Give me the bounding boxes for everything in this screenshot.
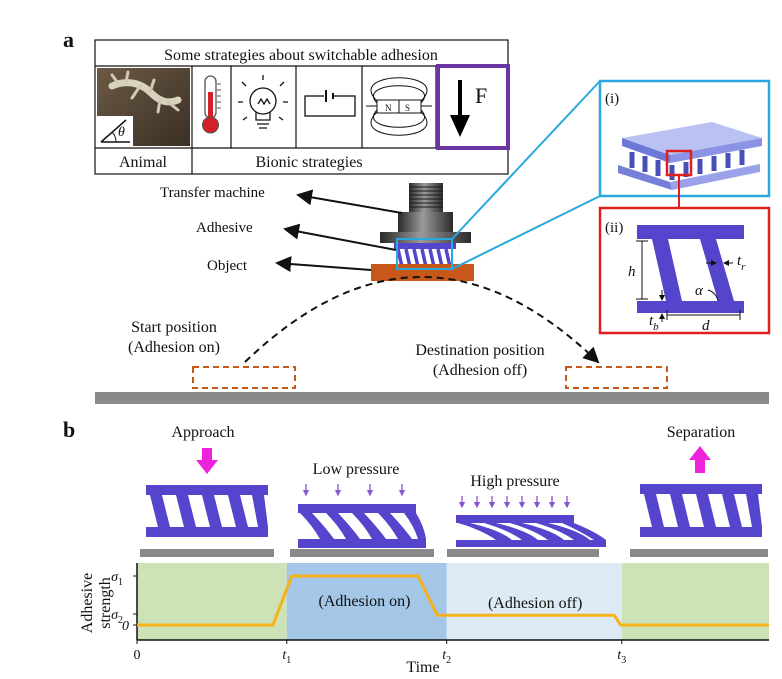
table-title: Some strategies about switchable adhesio…: [164, 47, 438, 64]
inset-i-label: (i): [605, 91, 619, 107]
strategy-table: Some strategies about switchable adhesio…: [94, 39, 510, 175]
force-arrow-icon: F: [436, 64, 510, 150]
chart-region-1: [137, 563, 287, 640]
svg-text:S: S: [405, 103, 410, 113]
inset-i-connector-top: [451, 80, 601, 240]
x-tick-label: t3: [617, 648, 626, 666]
adhesion-off-label: (Adhesion off): [488, 595, 582, 612]
chart-region-3: [446, 563, 622, 640]
animal-label: Animal: [119, 154, 168, 171]
separation-arrow-icon: [689, 446, 711, 460]
bionic-label: Bionic strategies: [255, 154, 362, 171]
panel-b-label: b: [63, 417, 75, 442]
gecko-photo: θ: [97, 68, 190, 146]
stage-high-pressure: High pressure: [447, 473, 606, 557]
chart-region-4: [621, 563, 769, 640]
x-tick-label: 0: [134, 648, 141, 663]
dim-t-b: tb: [649, 313, 659, 333]
start-position-label: Start position: [131, 319, 217, 336]
svg-text:N: N: [385, 103, 392, 113]
stage-separation: Separation: [630, 424, 768, 557]
light-bulb-icon: [238, 75, 288, 129]
ground-track: [95, 392, 769, 404]
magnet-field-icon: N S: [366, 77, 432, 136]
transfer-machine-label: Transfer machine: [160, 185, 265, 201]
battery-icon: [304, 90, 356, 117]
x-tick-label: t2: [442, 648, 451, 666]
low-pressure-label: Low pressure: [313, 461, 400, 478]
y-tick-label: 0: [122, 619, 129, 634]
dim-d: d: [702, 318, 710, 334]
adhesive-pointer: [283, 223, 397, 251]
adhesion-on-label: (Adhesion on): [319, 593, 411, 610]
adhesive-label: Adhesive: [196, 220, 253, 236]
high-pressure-label: High pressure: [470, 473, 559, 490]
x-tick-label: t1: [282, 648, 291, 666]
destination-position-label: Destination position: [415, 342, 544, 359]
separation-label: Separation: [667, 424, 735, 441]
transfer-machine-pointer: [296, 189, 403, 214]
destination-position-box: [565, 366, 668, 389]
dim-t-r: tr: [737, 253, 746, 273]
approach-arrow-icon: [196, 460, 218, 474]
y-axis-label-line1: Adhesive: [79, 573, 96, 633]
adhesive-block: [394, 243, 456, 268]
force-symbol: F: [475, 83, 487, 108]
dim-h: h: [628, 264, 636, 280]
y-tick-label: σ1: [111, 570, 123, 588]
inset-i-connector-bottom: [451, 195, 601, 270]
theta-symbol: θ: [118, 125, 125, 140]
transfer-machine: [380, 183, 471, 243]
object-label: Object: [207, 258, 248, 274]
stage-approach: Approach: [140, 424, 274, 557]
y-axis-label-line2: strength: [97, 577, 114, 629]
thermometer-icon: [202, 75, 221, 134]
panel-a-label: a: [63, 27, 74, 52]
adhesive-highlight-box: [396, 238, 453, 270]
x-axis-label: Time: [406, 659, 439, 676]
stage-low-pressure: Low pressure: [290, 461, 434, 557]
start-adhesion-label: (Adhesion on): [128, 339, 220, 356]
destination-adhesion-label: (Adhesion off): [433, 362, 527, 379]
y-tick-label: σ2: [111, 608, 123, 626]
angle-alpha: α: [695, 283, 704, 299]
adhesion-strength-line: [137, 574, 769, 627]
start-position-box: [192, 366, 296, 389]
inset-i: (i): [598, 79, 771, 198]
inset-ii-label: (ii): [605, 220, 623, 236]
object-pointer: [275, 256, 372, 273]
transfer-trajectory: [244, 276, 600, 364]
inset-ii: (ii) h tr α tb d: [598, 206, 771, 335]
approach-label: Approach: [171, 424, 234, 441]
